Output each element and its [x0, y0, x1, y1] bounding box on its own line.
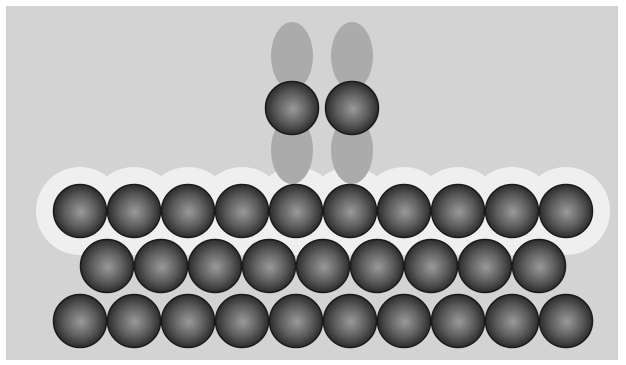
surface-atom	[54, 295, 107, 348]
surface-atom	[297, 240, 350, 293]
orbital-lobe-upper	[271, 22, 313, 90]
surface-atom	[54, 185, 107, 238]
surface-atom	[189, 240, 242, 293]
surface-atom-group	[54, 185, 593, 348]
surface-atom	[405, 240, 458, 293]
surface-atom	[486, 185, 539, 238]
surface-atom	[270, 185, 323, 238]
surface-atom	[216, 295, 269, 348]
surface-atom	[432, 185, 485, 238]
surface-atom	[540, 185, 593, 238]
surface-atom	[162, 295, 215, 348]
surface-atom	[135, 240, 188, 293]
surface-atom	[108, 295, 161, 348]
surface-atom	[81, 240, 134, 293]
surface-atom	[378, 185, 431, 238]
surface-atom	[459, 240, 512, 293]
adsorbate-atom	[266, 82, 319, 135]
adsorbate-atom	[326, 82, 379, 135]
orbital-lobe-upper	[331, 22, 373, 90]
surface-atom	[216, 185, 269, 238]
surface-atom	[540, 295, 593, 348]
surface-atom	[378, 295, 431, 348]
surface-atom	[270, 295, 323, 348]
surface-atom	[243, 240, 296, 293]
surface-atom	[324, 185, 377, 238]
surface-atom	[108, 185, 161, 238]
surface-atom	[351, 240, 404, 293]
surface-atom	[324, 295, 377, 348]
surface-atom	[513, 240, 566, 293]
surface-atom	[162, 185, 215, 238]
surface-atom	[486, 295, 539, 348]
surface-atom	[432, 295, 485, 348]
